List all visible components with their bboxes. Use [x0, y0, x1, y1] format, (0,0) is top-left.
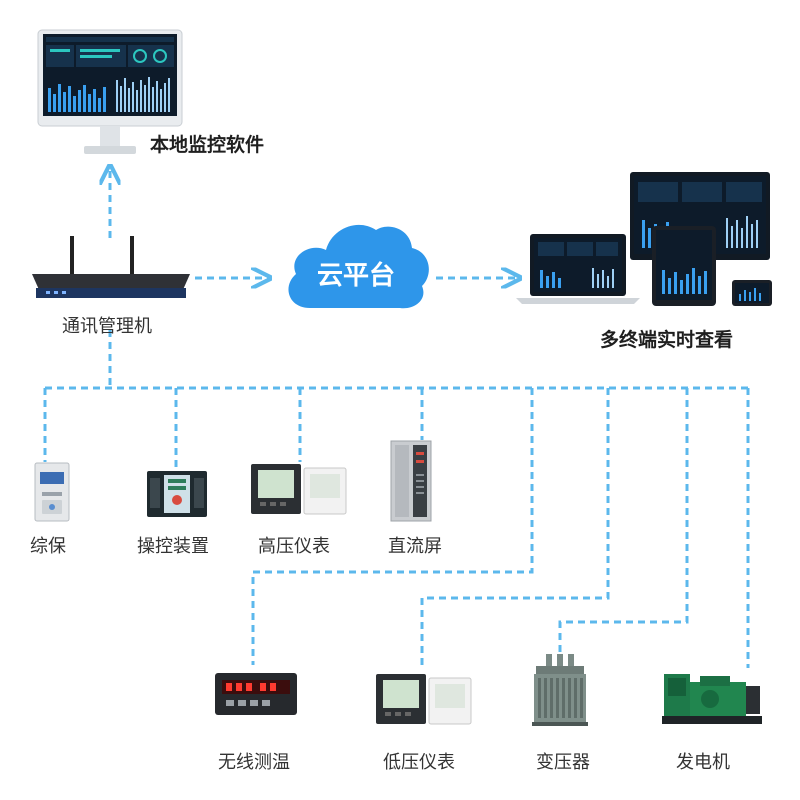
- device-label-bianya: 变压器: [536, 752, 590, 773]
- control-panel-icon: [146, 470, 208, 518]
- local-software-label: 本地监控软件: [150, 134, 265, 156]
- device-label-zongbao: 综保: [30, 536, 66, 557]
- power-meter-icon: [375, 672, 473, 728]
- dc-cabinet-icon: [390, 440, 432, 522]
- desktop-monitor-icon: [36, 28, 184, 160]
- gateway-label: 通讯管理机: [62, 316, 152, 337]
- device-label-caokong: 操控装置: [137, 536, 209, 557]
- feed-wuxian: [251, 388, 534, 665]
- device-label-wuxian: 无线测温: [218, 752, 290, 773]
- device-label-diya: 低压仪表: [383, 752, 455, 773]
- router-icon: [26, 232, 196, 304]
- feed-diya: [420, 388, 610, 665]
- device-label-gaoya: 高压仪表: [258, 536, 330, 557]
- multi-device-icon: [512, 170, 774, 310]
- protection-relay-icon: [34, 462, 70, 522]
- generator-icon: [660, 668, 764, 728]
- cloud-label: 云平台: [317, 260, 395, 291]
- power-meter-icon: [250, 462, 348, 518]
- cloud-icon: 云平台: [280, 212, 432, 314]
- transformer-icon: [528, 652, 592, 728]
- device-label-fadian: 发电机: [676, 752, 730, 773]
- temperature-controller-icon: [214, 672, 298, 716]
- feed-bianya: [558, 388, 689, 652]
- device-label-zhiliu: 直流屏: [388, 536, 442, 557]
- multi-terminal-label: 多终端实时查看: [600, 329, 734, 351]
